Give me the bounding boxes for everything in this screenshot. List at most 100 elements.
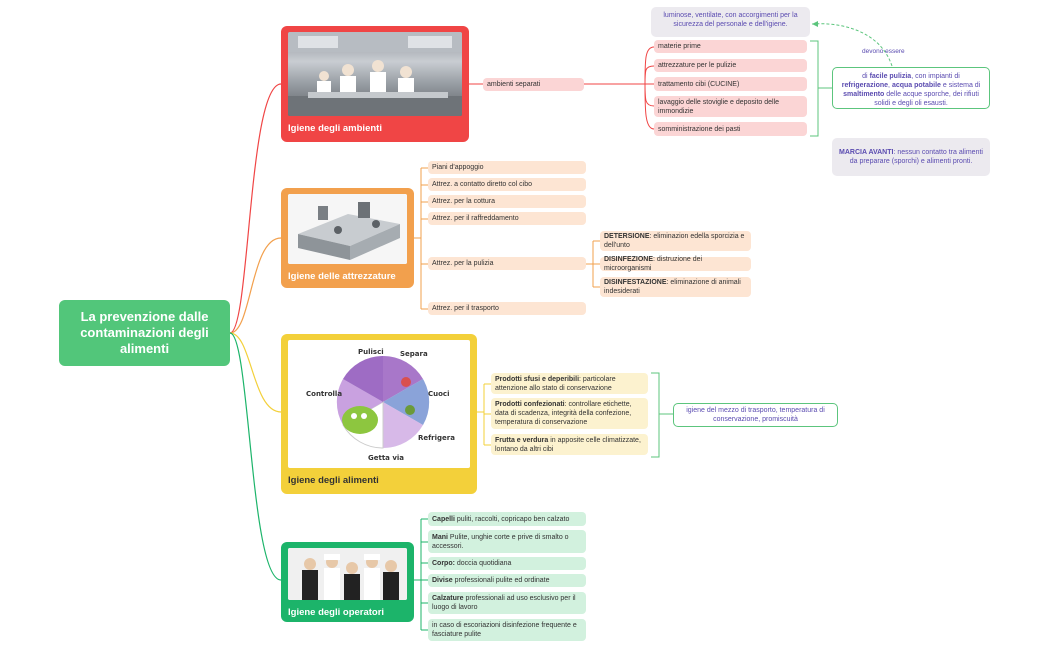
operatori-label: Igiene degli operatori — [288, 607, 385, 618]
card-igiene-attrezzature[interactable]: Igiene delle attrezzature — [281, 188, 414, 288]
link-root-alimenti — [229, 332, 282, 413]
alimenti-text: : particolare attenzione allo stato di c… — [495, 375, 616, 392]
note-bold: refrigerazione — [841, 82, 889, 89]
alimenti-bold: Frutta e verdura — [495, 436, 549, 444]
attrezzature-item-5[interactable]: Attrez. per il trasporto — [428, 302, 586, 315]
operatori-item-2[interactable]: Corpo: doccia quotidiana — [428, 557, 586, 570]
pulizia-text: : eliminazion edella sporcizia e dell'un… — [604, 233, 745, 249]
pulizia-text: : distruzione dei microorganismi — [604, 256, 703, 272]
attrezzature-item-1[interactable]: Attrez. a contatto diretto col cibo — [428, 178, 586, 191]
pulizia-disinfestazione[interactable]: DISINFESTAZIONE: eliminazione di animali… — [600, 277, 751, 297]
attrezzature-item-text: Piani d'appoggio — [432, 164, 484, 171]
operatori-item-5[interactable]: in caso di escoriazioni disinfezione fre… — [428, 619, 586, 641]
pulizia-detersione[interactable]: DETERSIONE: eliminazion edella sporcizia… — [600, 231, 751, 251]
note-text: , — [888, 82, 892, 89]
ambienti-label: Igiene degli ambienti — [288, 123, 382, 134]
note-marcia-avanti[interactable]: MARCIA AVANTI: nessun contatto tra alime… — [832, 138, 990, 176]
operatori-bold: Divise — [432, 577, 453, 584]
ambienti-item-text: attrezzature per le pulizie — [658, 62, 737, 69]
operatori-text: puliti, raccolti, copricapo ben calzato — [454, 515, 570, 523]
chefs-kitchen-image — [288, 32, 462, 116]
root-title: La prevenzione dalle contaminazioni degl… — [80, 309, 209, 356]
operatori-text: Pulite, unghie corte e prive di smalto o… — [432, 533, 569, 550]
attrezzature-item-text: Attrez. per il trasporto — [432, 305, 499, 312]
card-igiene-ambienti[interactable]: Igiene degli ambienti — [281, 26, 469, 142]
link-root-operatori — [229, 332, 282, 581]
note-text: delle acque sporche, dei rifiuti solidi … — [874, 91, 979, 107]
wheel-label-separa: Separa — [400, 350, 428, 358]
attrezzature-item-text: Attrez. a contatto diretto col cibo — [432, 181, 532, 188]
attrezzature-item-3[interactable]: Attrez. per il raffreddamento — [428, 212, 586, 225]
attrezzature-item-0[interactable]: Piani d'appoggio — [428, 161, 586, 174]
ambienti-item-text: trattamento cibi (CUCINE) — [658, 80, 740, 88]
alimenti-label: Igiene degli alimenti — [288, 475, 379, 486]
wheel-label-pulisci: Pulisci — [358, 348, 384, 356]
note-text: e sistema di — [940, 82, 981, 89]
staff-group-image — [288, 548, 407, 600]
note-trasporto[interactable]: igiene del mezzo di trasporto, temperatu… — [673, 403, 838, 427]
note-text: , con impianti di — [911, 73, 960, 80]
marcia-bold: MARCIA AVANTI — [839, 149, 894, 156]
link-root-ambienti — [229, 83, 282, 334]
alimenti-bold: Prodotti sfusi e deperibili — [495, 375, 580, 383]
link-root-attrezzature — [229, 237, 282, 334]
ambienti-item-2[interactable]: trattamento cibi (CUCINE) — [654, 77, 807, 91]
operatori-item-1[interactable]: Mani Pulite, unghie corte e prive di sma… — [428, 530, 586, 553]
pulizia-bold: DETERSIONE — [604, 233, 650, 240]
operators-photo — [288, 548, 407, 600]
ambienti-separati-text: ambienti separati — [487, 81, 541, 88]
attrezzature-label: Igiene delle attrezzature — [288, 271, 396, 282]
operatori-text: in caso di escoriazioni disinfezione fre… — [432, 622, 577, 638]
alimenti-item-1[interactable]: Prodotti confezionati: controllare etich… — [491, 398, 648, 429]
pulizia-text: : eliminazione di animali indesiderati — [604, 279, 741, 295]
operatori-bold: Capelli — [432, 515, 455, 523]
operatori-text: professionali pulite ed ordinate — [452, 577, 550, 584]
wheel-label-refrigera: Refrigera — [418, 434, 455, 442]
ambienti-item-text: lavaggio delle stoviglie e deposito dell… — [658, 98, 780, 115]
operatori-item-0[interactable]: Capelli puliti, raccolti, copricapo ben … — [428, 512, 586, 526]
operatori-item-4[interactable]: Calzature professionali ad uso esclusivo… — [428, 592, 586, 614]
note-bold: acqua potabile — [891, 82, 941, 89]
ambienti-item-text: somministrazione dei pasti — [658, 125, 741, 133]
note-luminose[interactable]: luminose, ventilate, con accorgimenti pe… — [651, 7, 810, 37]
operatori-item-3[interactable]: Divise professionali pulite ed ordinate — [428, 574, 586, 587]
alimenti-item-0[interactable]: Prodotti sfusi e deperibili: particolare… — [491, 373, 648, 394]
food-safety-wheel-photo: Pulisci Separa Cuoci Refrigera Getta via… — [288, 340, 470, 468]
card-igiene-alimenti[interactable]: Pulisci Separa Cuoci Refrigera Getta via… — [281, 334, 477, 494]
root-topic[interactable]: La prevenzione dalle contaminazioni degl… — [59, 300, 230, 366]
kitchen-photo — [288, 32, 462, 116]
ambienti-item-3[interactable]: lavaggio delle stoviglie e deposito dell… — [654, 96, 807, 117]
ambienti-separati-node[interactable]: ambienti separati — [483, 78, 584, 91]
operatori-text: professionali ad uso esclusivo per il lu… — [432, 595, 576, 611]
wheel-label-controlla: Controlla — [306, 390, 342, 398]
attrezzature-item-text: Attrez. per il raffreddamento — [432, 215, 519, 222]
alimenti-item-2[interactable]: Frutta e verdura in apposite celle clima… — [491, 434, 648, 455]
kitchen-equipment-image — [288, 194, 407, 264]
wheel-label-cuoci: Cuoci — [428, 390, 449, 398]
note-text: di — [862, 73, 870, 80]
attrezzature-item-2[interactable]: Attrez. per la cottura — [428, 195, 586, 208]
marcia-text: : nessun contatto tra alimenti da prepar… — [849, 149, 983, 165]
operatori-bold: Corpo: — [432, 560, 455, 567]
ambienti-item-4[interactable]: somministrazione dei pasti — [654, 122, 807, 136]
attrezzature-item-text: Attrez. per la cottura — [432, 198, 496, 205]
operatori-bold: Mani — [432, 533, 448, 541]
note-facile-pulizia[interactable]: di facile pulizia, con impianti di refri… — [832, 67, 990, 109]
wheel-label-getta-via: Getta via — [368, 454, 404, 462]
ambienti-item-1[interactable]: attrezzature per le pulizie — [654, 59, 807, 72]
operatori-bold: Calzature — [432, 595, 464, 602]
attrezzature-item-4[interactable]: Attrez. per la pulizia — [428, 257, 586, 270]
devono-essere-label: devono essere — [862, 48, 905, 55]
operatori-text: doccia quotidiana — [454, 560, 512, 567]
ambienti-item-0[interactable]: materie prime — [654, 40, 807, 53]
note-trasporto-text: igiene del mezzo di trasporto, temperatu… — [686, 407, 825, 423]
food-safety-wheel-image: Pulisci Separa Cuoci Refrigera Getta via… — [306, 348, 455, 462]
note-luminose-text: luminose, ventilate, con accorgimenti pe… — [663, 12, 798, 28]
ambienti-item-text: materie prime — [658, 43, 701, 50]
card-igiene-operatori[interactable]: Igiene degli operatori — [281, 542, 414, 622]
attrezzature-item-text: Attrez. per la pulizia — [432, 260, 494, 267]
equipment-photo — [288, 194, 407, 264]
pulizia-disinfezione[interactable]: DISINFEZIONE: distruzione dei microorgan… — [600, 256, 751, 272]
alimenti-text: in apposite celle climatizzate, lontano … — [495, 436, 641, 453]
